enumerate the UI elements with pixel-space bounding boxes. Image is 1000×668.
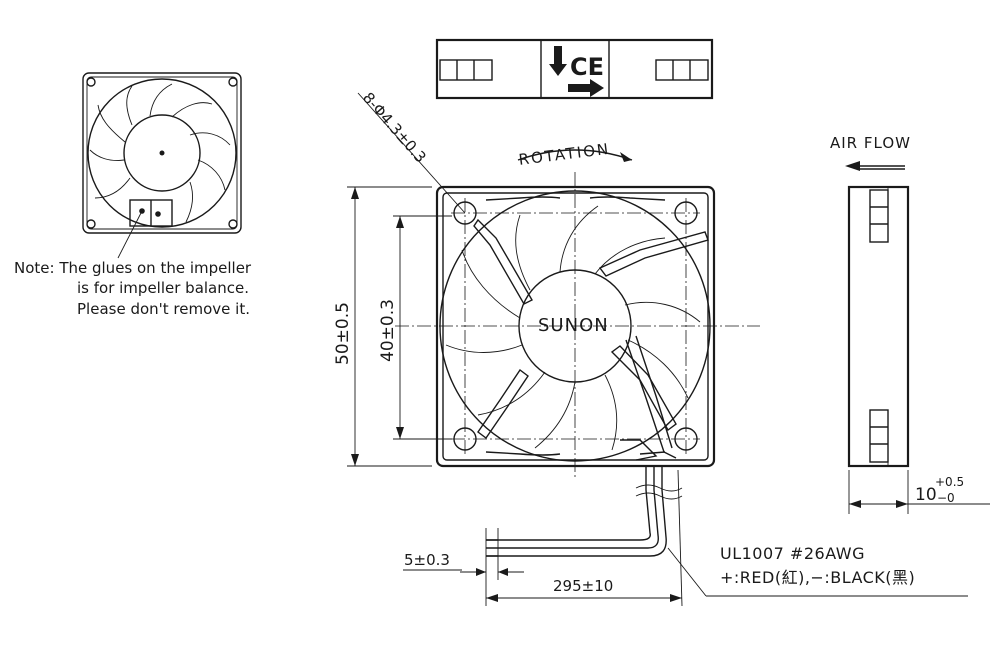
strip-dimension: 5±0.3 — [404, 551, 450, 569]
dim-strip — [403, 528, 524, 606]
side-view — [847, 185, 990, 514]
wire-colors: +:RED(紅),−:BLACK(黑) — [720, 568, 915, 587]
note-line-1: Note: The glues on the impeller — [14, 259, 252, 277]
rotation-indicator: ROTATION — [518, 140, 633, 169]
thickness-dimension: 10 — [915, 485, 937, 505]
note-line-2: is for impeller balance. — [77, 279, 249, 297]
hole-callout: 8-Φ4.3±0.3 — [357, 89, 466, 214]
airflow-label: AIR FLOW — [830, 134, 911, 152]
note-line-3: Please don't remove it. — [77, 300, 250, 318]
brand-label: SUNON — [538, 315, 609, 336]
hole-dimension: 8-Φ4.3±0.3 — [359, 89, 430, 167]
airflow-indicator — [845, 161, 905, 171]
hole-spacing-dimension: 40±0.3 — [378, 299, 398, 362]
wire-spec: UL1007 #26AWG — [720, 544, 865, 563]
dim-hole-spacing — [393, 215, 452, 440]
thickness-tol-minus: −0 — [937, 491, 955, 505]
dim-outer — [347, 186, 432, 467]
dim-lead — [486, 469, 683, 607]
front-view — [395, 172, 760, 478]
thickness-tol-plus: +0.5 — [935, 475, 964, 489]
lead-length-dimension: 295±10 — [553, 577, 613, 595]
outer-dimension: 50±0.5 — [333, 302, 353, 365]
top-view: CE — [435, 38, 714, 100]
lead-wires — [486, 466, 683, 557]
rotation-label: ROTATION — [518, 140, 611, 169]
ce-mark: CE — [570, 53, 604, 81]
wire-callout — [667, 547, 968, 597]
rear-view — [82, 72, 242, 259]
